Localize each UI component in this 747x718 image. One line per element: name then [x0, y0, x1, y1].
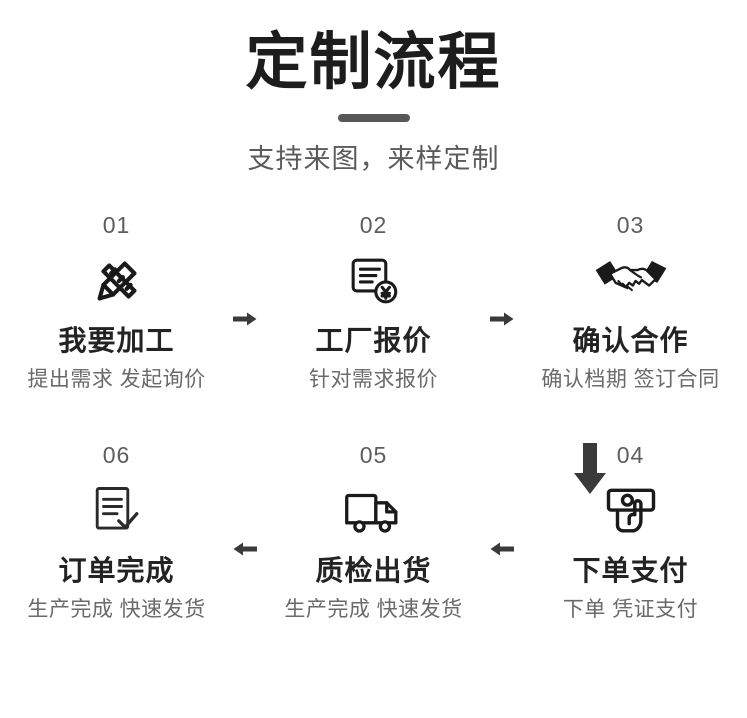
document-check-icon: [90, 468, 144, 554]
step-description: 确认档期 签订合同: [541, 368, 720, 391]
step-number: 06: [102, 442, 131, 468]
handshake-icon: [592, 238, 670, 324]
flow-steps: 01 我要加工 提出需求 发起询价: [0, 212, 747, 672]
step-number: 03: [616, 212, 645, 238]
step-number: 04: [616, 442, 645, 468]
page-title: 定制流程: [245, 28, 502, 97]
flow-step-05[interactable]: 05 质检出货 生产完成 快速发货: [257, 442, 490, 672]
arrow-right-icon: [233, 212, 257, 442]
step-title: 质检出货: [315, 555, 432, 586]
title-divider: [337, 114, 410, 122]
flow-step-01[interactable]: 01 我要加工 提出需求 发起询价: [0, 212, 233, 442]
step-title: 确认合作: [572, 325, 689, 356]
step-number: 05: [359, 442, 388, 468]
step-title: 工厂报价: [315, 325, 432, 356]
hand-payment-icon: [604, 468, 658, 554]
flow-row-bottom: 04 下单支付 下单 凭证支付: [0, 442, 747, 672]
quote-document-yuan-icon: [345, 238, 403, 324]
flow-step-02[interactable]: 02 工厂报价 针对需求报价: [257, 212, 490, 442]
step-description: 下单 凭证支付: [562, 598, 699, 621]
step-number: 01: [102, 212, 131, 238]
arrow-left-icon: [490, 442, 514, 672]
arrow-right-icon: [490, 212, 514, 442]
flow-step-06[interactable]: 06 订单完成 生产完成 快速发货: [0, 442, 233, 672]
arrow-down-icon: [572, 443, 608, 495]
step-title: 我要加工: [58, 325, 175, 356]
flow-step-04[interactable]: 04 下单支付 下单 凭证支付: [514, 442, 747, 672]
pencil-ruler-icon: [86, 238, 148, 324]
step-number: 02: [359, 212, 388, 238]
flow-row-top: 01 我要加工 提出需求 发起询价: [0, 212, 747, 442]
step-title: 下单支付: [572, 555, 689, 586]
delivery-truck-icon: [344, 468, 404, 554]
step-title: 订单完成: [58, 555, 175, 586]
step-description: 生产完成 快速发货: [284, 598, 463, 621]
page-header: 定制流程 支持来图，来样定制: [0, 0, 747, 176]
flow-step-03[interactable]: 03 确认合作 确认档期 签: [514, 212, 747, 442]
step-description: 提出需求 发起询价: [27, 368, 206, 391]
step-description: 针对需求报价: [309, 368, 438, 391]
page-subtitle: 支持来图，来样定制: [247, 144, 500, 174]
step-description: 生产完成 快速发货: [27, 598, 206, 621]
arrow-left-icon: [233, 442, 257, 672]
